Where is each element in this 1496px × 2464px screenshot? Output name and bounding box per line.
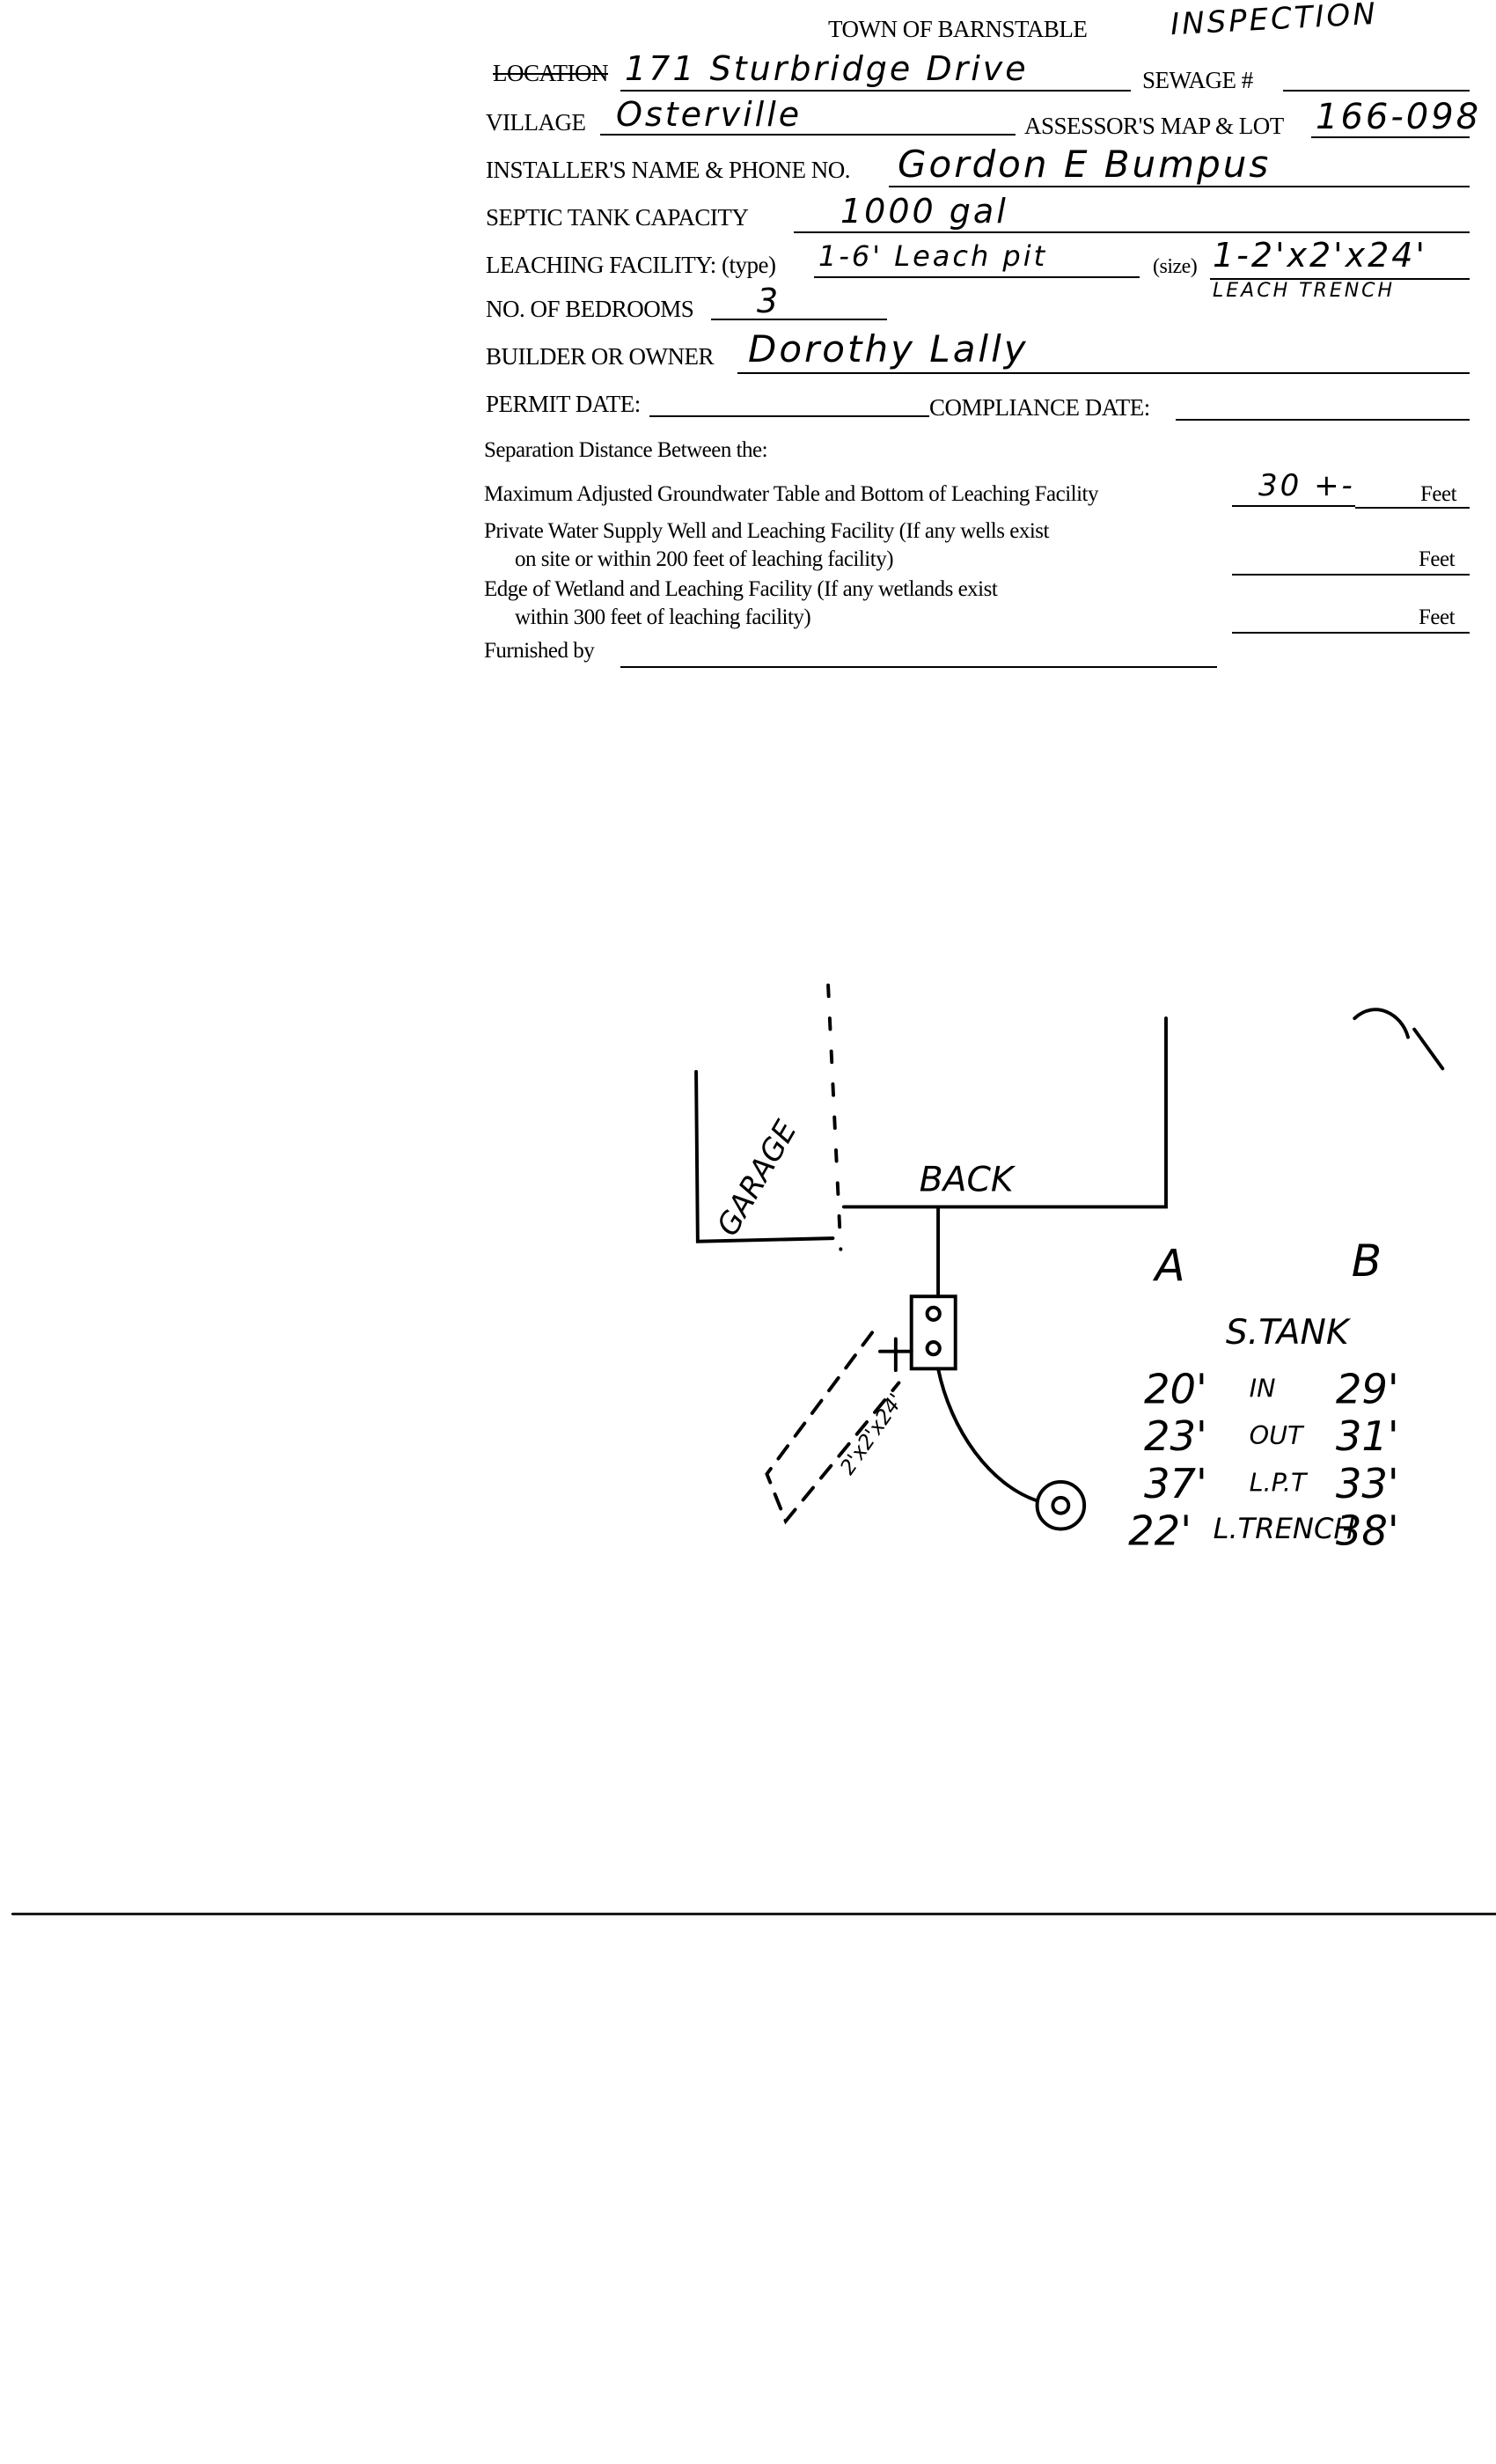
tank-value: 1000 gal xyxy=(840,192,1008,231)
owner-label: BUILDER OR OWNER xyxy=(486,343,714,370)
well-label: Private Water Supply Well and Leaching F… xyxy=(484,519,1049,543)
well-field[interactable] xyxy=(1232,574,1470,576)
location-value: 171 Sturbridge Drive xyxy=(625,49,1029,88)
bedrooms-label: NO. OF BEDROOMS xyxy=(486,296,694,322)
village-value: Osterville xyxy=(616,95,803,134)
pipe-to-trench xyxy=(878,1337,913,1373)
septic-tank-icon xyxy=(909,1294,957,1371)
permit-field[interactable] xyxy=(649,415,929,417)
garage-wall xyxy=(694,1069,835,1243)
leaching-type-value: 1-6' Leach pit xyxy=(818,239,1048,273)
measurement-label: OUT xyxy=(1250,1420,1305,1450)
furnished-field[interactable] xyxy=(620,666,1217,668)
distance-a: 37' xyxy=(1144,1460,1207,1507)
leach-trench-icon xyxy=(765,1331,901,1525)
garage-dashed-wall xyxy=(826,983,843,1251)
well-label-cont: on site or within 200 feet of leaching f… xyxy=(515,547,894,571)
distance-b: 29' xyxy=(1336,1366,1399,1413)
compliance-label: COMPLIANCE DATE: xyxy=(929,394,1150,421)
owner-value: Dorothy Lally xyxy=(748,327,1029,370)
map-lot-label: ASSESSOR'S MAP & LOT xyxy=(1024,113,1284,139)
installer-field[interactable] xyxy=(889,186,1470,187)
groundwater-feet-underline xyxy=(1355,507,1470,509)
measurement-label: L.TRENCH xyxy=(1214,1512,1355,1545)
bedrooms-value: 3 xyxy=(757,282,781,320)
pipe-to-pit xyxy=(936,1367,1039,1503)
wetland-label-cont: within 300 feet of leaching facility) xyxy=(515,605,811,629)
leaching-label: LEACHING FACILITY: (type) xyxy=(486,252,776,278)
groundwater-value: 30 +- xyxy=(1258,468,1355,503)
house-back-wall xyxy=(841,1016,1168,1209)
back-label: BACK xyxy=(920,1161,1016,1200)
owner-field[interactable] xyxy=(737,372,1470,374)
installer-value: Gordon E Bumpus xyxy=(898,143,1272,186)
leach-pit-icon xyxy=(1035,1479,1087,1531)
distance-b: 33' xyxy=(1336,1460,1399,1507)
north-arrow-mark xyxy=(1353,1008,1445,1071)
map-lot-field[interactable] xyxy=(1311,136,1470,138)
wetland-field[interactable] xyxy=(1232,632,1470,634)
tank-field[interactable] xyxy=(794,231,1470,233)
compliance-field[interactable] xyxy=(1176,419,1470,421)
village-label: VILLAGE xyxy=(486,109,586,136)
size-field[interactable] xyxy=(1210,278,1470,280)
size-value: 1-2'x2'x24' xyxy=(1213,236,1427,275)
bedrooms-field[interactable] xyxy=(711,319,887,320)
tank-port xyxy=(925,1305,942,1322)
feet-label: Feet xyxy=(1419,605,1456,629)
furnished-label: Furnished by xyxy=(484,639,595,663)
location-label: LOCATION xyxy=(493,60,609,86)
feet-label: Feet xyxy=(1420,482,1457,506)
distance-b: 31' xyxy=(1336,1412,1399,1460)
distance-b: 38' xyxy=(1336,1507,1399,1554)
size-note: LEACH TRENCH xyxy=(1213,280,1396,302)
sewage-label: SEWAGE # xyxy=(1142,67,1253,93)
leach-pit-inner xyxy=(1051,1495,1071,1515)
village-field[interactable] xyxy=(600,134,1016,136)
leaching-type-field[interactable] xyxy=(814,276,1140,278)
wetland-label: Edge of Wetland and Leaching Facility (I… xyxy=(484,577,998,601)
feet-label: Feet xyxy=(1419,547,1456,571)
distance-a: 20' xyxy=(1144,1366,1207,1413)
tank-label: SEPTIC TANK CAPACITY xyxy=(486,204,749,231)
installer-label: INSTALLER'S NAME & PHONE NO. xyxy=(486,157,850,183)
measurement-label: L.P.T xyxy=(1250,1468,1309,1498)
tank-port xyxy=(925,1340,942,1357)
map-lot-value: 166-098 xyxy=(1316,97,1482,137)
permit-label: PERMIT DATE: xyxy=(486,391,641,417)
groundwater-field[interactable] xyxy=(1232,505,1355,507)
sewage-field[interactable] xyxy=(1283,90,1470,92)
measurement-label: IN xyxy=(1250,1374,1276,1404)
separation-heading: Separation Distance Between the: xyxy=(484,438,768,462)
page-title: TOWN OF BARNSTABLE xyxy=(828,16,1088,42)
groundwater-label: Maximum Adjusted Groundwater Table and B… xyxy=(484,482,1098,506)
size-label: (size) xyxy=(1153,255,1198,278)
tank-heading: S.TANK xyxy=(1226,1313,1352,1353)
distance-a: 22' xyxy=(1128,1507,1192,1554)
garage-label: GARAGE xyxy=(710,1114,803,1242)
column-a: A xyxy=(1153,1240,1185,1291)
trench-label: 2'x2'x24' xyxy=(835,1390,908,1479)
location-field[interactable] xyxy=(620,90,1131,92)
column-b: B xyxy=(1352,1236,1382,1287)
distance-a: 23' xyxy=(1144,1412,1207,1460)
